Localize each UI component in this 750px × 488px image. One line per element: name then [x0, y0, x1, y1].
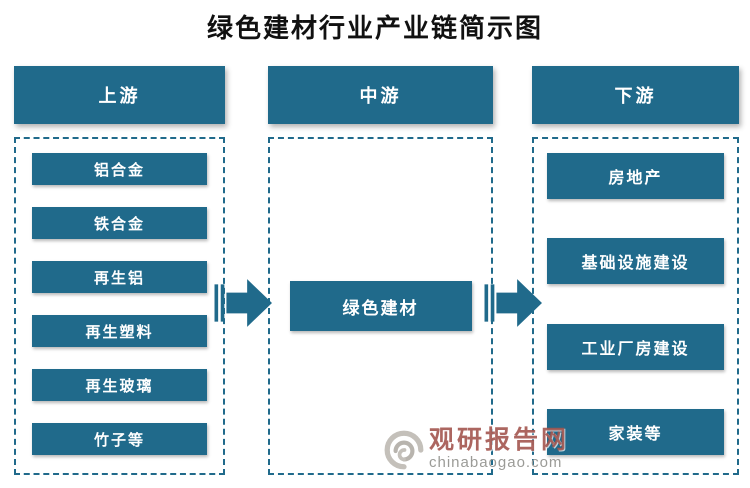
watermark: 观研报告网 chinabaogao.com: [383, 427, 569, 471]
downstream-node-4: 家装等: [547, 408, 724, 455]
downstream-group: 房地产 基础设施建设 工业厂房建设 家装等: [532, 137, 739, 475]
upstream-node-5: 再生玻璃: [32, 369, 207, 401]
block-arrow-right-icon: [484, 279, 542, 327]
downstream-node-2: 基础设施建设: [547, 238, 724, 285]
midstream-node-1: 绿色建材: [289, 281, 472, 331]
midstream-header: 中游: [268, 66, 493, 124]
diagram-title: 绿色建材行业产业链简示图: [206, 14, 543, 43]
swirl-logo-icon: [384, 430, 424, 470]
upstream-header: 上游: [14, 66, 225, 124]
downstream-node-1: 房地产: [547, 153, 724, 199]
watermark-site-url: chinabaogao.com: [429, 454, 563, 471]
upstream-node-2: 铁合金: [32, 207, 207, 239]
block-arrow-right-icon: [214, 279, 272, 327]
watermark-text: 观研报告网 chinabaogao.com: [429, 426, 570, 472]
watermark-site-name: 观研报告网: [429, 426, 570, 454]
upstream-group: 铝合金 铁合金 再生铝 再生塑料 再生玻璃 竹子等: [14, 137, 225, 475]
upstream-node-4: 再生塑料: [32, 315, 207, 347]
downstream-header: 下游: [532, 66, 739, 124]
upstream-node-3: 再生铝: [32, 261, 207, 293]
downstream-node-3: 工业厂房建设: [547, 323, 724, 370]
upstream-node-6: 竹子等: [32, 423, 207, 455]
midstream-group: 绿色建材: [268, 137, 493, 475]
upstream-node-1: 铝合金: [32, 153, 207, 185]
